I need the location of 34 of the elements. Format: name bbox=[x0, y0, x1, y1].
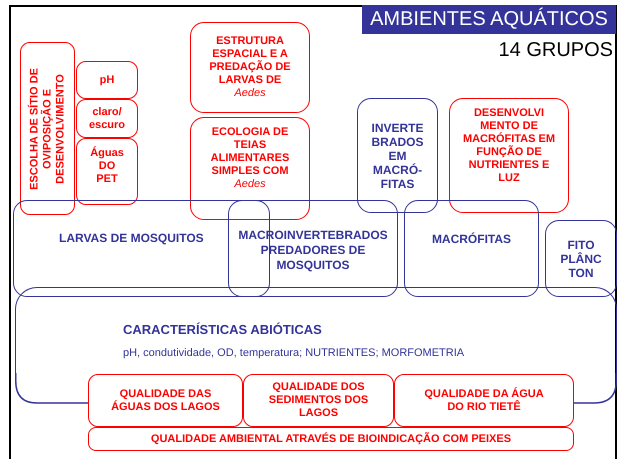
topic-box bbox=[20, 42, 75, 215]
topic-box bbox=[357, 98, 438, 213]
topic-text: ESCOLHA DE SÍTIO DE OVIPOSIÇÃO E DESENVOLVIMENTO bbox=[28, 66, 67, 192]
topic-text: QUALIDADE DAS ÁGUAS DOS LAGOS bbox=[110, 388, 221, 414]
topic-box bbox=[76, 61, 138, 99]
topic-box bbox=[190, 117, 310, 220]
topic-text: LARVAS DE MOSQUITOS bbox=[59, 231, 204, 246]
topic-text: claro/ escuro bbox=[88, 106, 126, 132]
topic-box bbox=[404, 200, 539, 297]
topic-box bbox=[88, 427, 574, 451]
topic-box bbox=[394, 374, 574, 427]
title-banner: AMBIENTES AQUÁTICOS bbox=[362, 5, 616, 34]
topic-box bbox=[545, 220, 617, 297]
topic-text: QUALIDADE DA ÁGUA DO RIO TIETÊ bbox=[423, 388, 545, 414]
group-count-text: 14 GRUPOS bbox=[498, 38, 613, 62]
topic-text: DESENVOLVI MENTO DE MACRÓFITAS EM FUNÇÃO DE NUTRIENTES E LUZ bbox=[462, 107, 556, 185]
topic-text: pH bbox=[100, 74, 114, 86]
topic-text: MACRÓFITAS bbox=[432, 232, 512, 247]
topic-text: Águas DO PET bbox=[89, 147, 125, 186]
topic-text: QUALIDADE AMBIENTAL ATRAVÉS DE BIOINDICAÇÃO COM PEIXES bbox=[150, 432, 512, 446]
topic-box bbox=[243, 374, 394, 427]
topic-text: ECOLOGIA DE TEIAS ALIMENTARES SIMPLES COM Aedes bbox=[210, 126, 290, 191]
topic-box bbox=[76, 138, 138, 205]
panel-heading: CARACTERÍSTICAS ABIÓTICAS bbox=[123, 322, 322, 338]
topic-box bbox=[190, 22, 310, 113]
topic-box bbox=[13, 200, 398, 297]
topic-text: QUALIDADE DOS SEDIMENTOS DOS LAGOS bbox=[268, 381, 370, 420]
topic-box bbox=[449, 98, 569, 213]
topic-text: FITO PLÂNC TON bbox=[559, 238, 603, 280]
panel-text: pH, condutividade, OD, temperatura; NUTRIENTES; MORFOMETRIA bbox=[123, 346, 464, 360]
topic-box bbox=[88, 374, 243, 427]
topic-box bbox=[76, 99, 138, 138]
topic-text: ESTRUTURA ESPACIAL E A PREDAÇÃO DE LARVAS DE Aedes bbox=[208, 35, 292, 100]
topic-text: INVERTE BRADOS EM MACRÓ- FITAS bbox=[370, 120, 424, 190]
